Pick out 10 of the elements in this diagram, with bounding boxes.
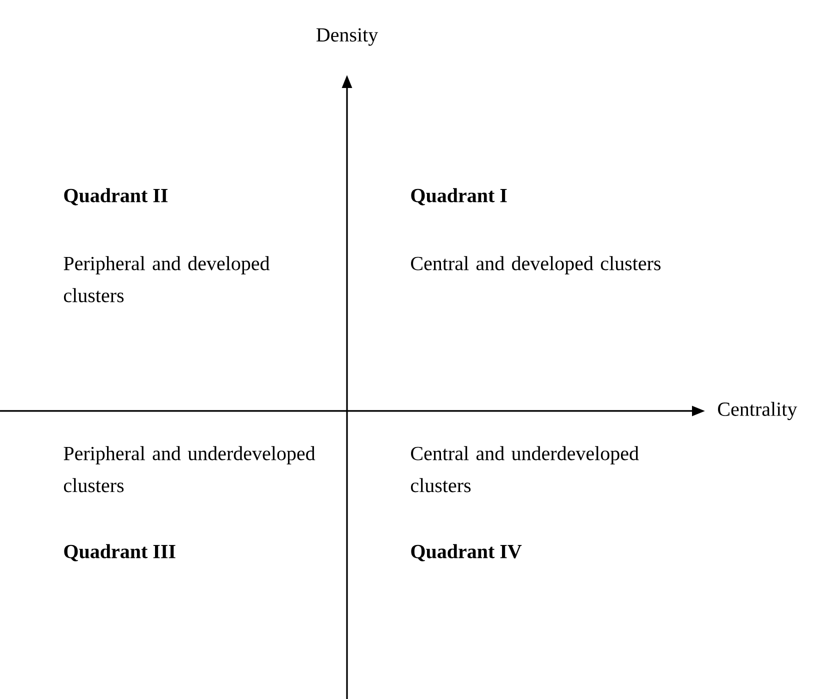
quadrant-title: Quadrant III: [64, 544, 176, 562]
axis-label: Density: [316, 28, 378, 46]
quadrant-title: Quadrant I: [411, 188, 507, 206]
quadrant-description: Peripheral and developed clusters: [64, 256, 270, 302]
quadrant-description: Central and underdeveloped clusters: [410, 446, 639, 492]
quadrant-description: Central and developed clusters: [411, 256, 661, 274]
axis-label: Centrality: [718, 402, 798, 420]
quadrant-title: Quadrant II: [64, 188, 168, 206]
quadrant-description: Peripheral and underdeveloped clusters: [64, 446, 316, 492]
quadrant-title: Quadrant IV: [411, 544, 522, 562]
